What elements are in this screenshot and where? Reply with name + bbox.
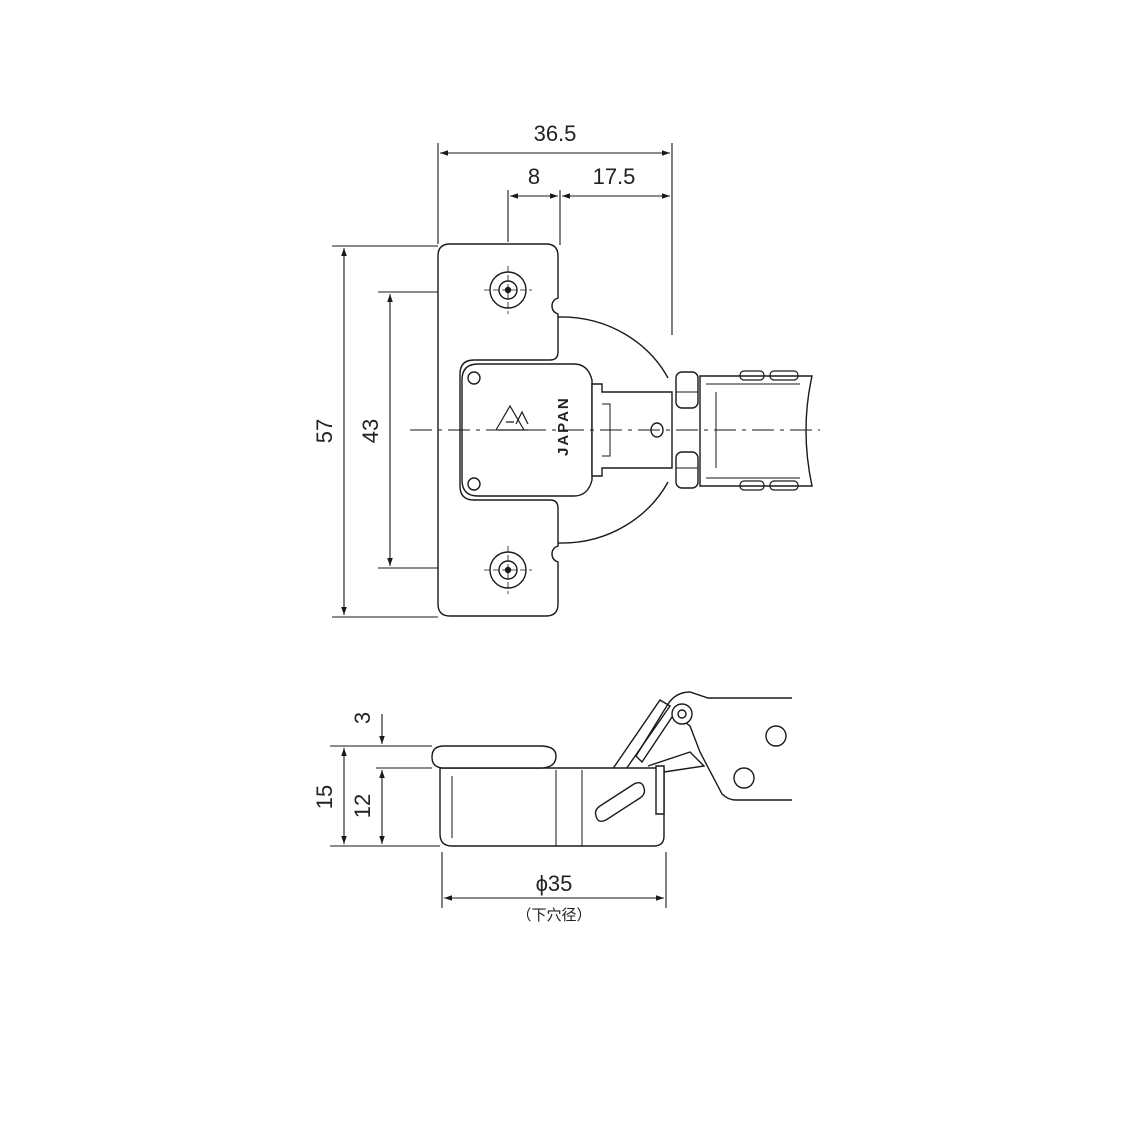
cup-slot (594, 781, 646, 823)
cup-flange (431, 745, 557, 769)
hinge-arm (699, 375, 813, 487)
base-rivet-bottom-icon (467, 477, 481, 491)
screw-hole-top-icon (484, 266, 532, 314)
cup-arc (555, 316, 669, 544)
cup-hole-note: （下穴径） (516, 906, 591, 924)
dim-43-label: 43 (358, 419, 383, 443)
side-extension-lines (330, 745, 667, 908)
top-extension-lines (332, 143, 673, 618)
dim-3-label: 3 (350, 712, 375, 724)
side-arm-hole-top-icon (765, 725, 787, 747)
dim-57-label: 57 (312, 419, 337, 443)
dim-17-5-label: 17.5 (593, 164, 636, 189)
dim-15-label: 15 (312, 785, 337, 809)
arm-rivets (706, 370, 800, 491)
dim-12-label: 12 (350, 794, 375, 818)
dim-36-5-label: 36.5 (534, 121, 577, 146)
side-link (611, 699, 706, 773)
screw-hole-bottom-icon (484, 546, 532, 594)
mounting-plate (437, 243, 559, 617)
cup-clip (655, 765, 665, 815)
hinge-knuckles (675, 371, 699, 489)
side-pivot-icon (671, 703, 693, 725)
side-view (330, 691, 792, 908)
dim-8-label: 8 (528, 164, 540, 189)
top-view: JAPAN (332, 143, 820, 618)
base-rivet-top-icon (467, 371, 481, 385)
dim-35-label: ϕ35 (536, 871, 573, 896)
hinge-cup (439, 767, 665, 847)
side-arm-hole-bottom-icon (733, 767, 755, 789)
japan-stamp: JAPAN (555, 396, 572, 456)
